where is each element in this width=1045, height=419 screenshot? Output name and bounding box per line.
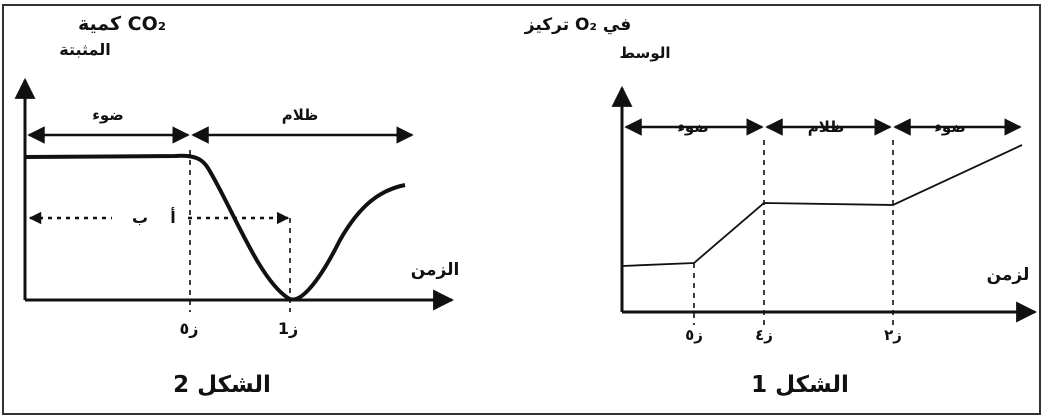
figure2-segment-label-a: أ [170, 207, 175, 227]
figure1-tick-t4: ز٤ [755, 326, 773, 344]
figure1-xlabel: لزمن [987, 265, 1030, 285]
figure2-tick-t1: ز1 [278, 319, 298, 338]
figure2-caption: الشكل 2 [173, 372, 271, 398]
outer-frame [2, 4, 1041, 415]
figure1-phase-light-2: ضوء [934, 118, 966, 136]
figure-2: كمية CO₂ المثبتة الزمن ضوء ظلام أ ب ز٥ ز… [14, 13, 460, 398]
figure1-o2-curve [621, 144, 1023, 267]
figure1-phase-light-1: ضوء [677, 118, 709, 136]
figure1-tick-t5: ز٥ [685, 326, 703, 344]
figure1-phase-dark: ظلام [808, 118, 845, 136]
figure1-ylabel-line2: الوسط [620, 44, 671, 62]
figure2-xlabel: الزمن [411, 260, 460, 280]
figure1-tick-t2: ز٢ [884, 326, 902, 344]
figure1-caption: الشكل 1 [751, 372, 849, 398]
figure-1: تركيز O₂ في الوسط لزمن ضوء ظلام ضوء ز٥ ز… [524, 15, 1038, 398]
figure2-ylabel-line2: المثبتة [59, 40, 111, 59]
figure2-ylabel-line1: كمية CO₂ [78, 13, 166, 35]
figure2-segment-label-b: ب [132, 208, 148, 227]
figure2-phase-light: ضوء [92, 106, 124, 124]
figure2-phase-dark: ظلام [282, 106, 319, 124]
figure2-co2-curve [24, 153, 406, 302]
figure1-ylabel-line1: تركيز O₂ في [524, 15, 631, 35]
figure2-tick-t5: ز٥ [180, 319, 199, 338]
